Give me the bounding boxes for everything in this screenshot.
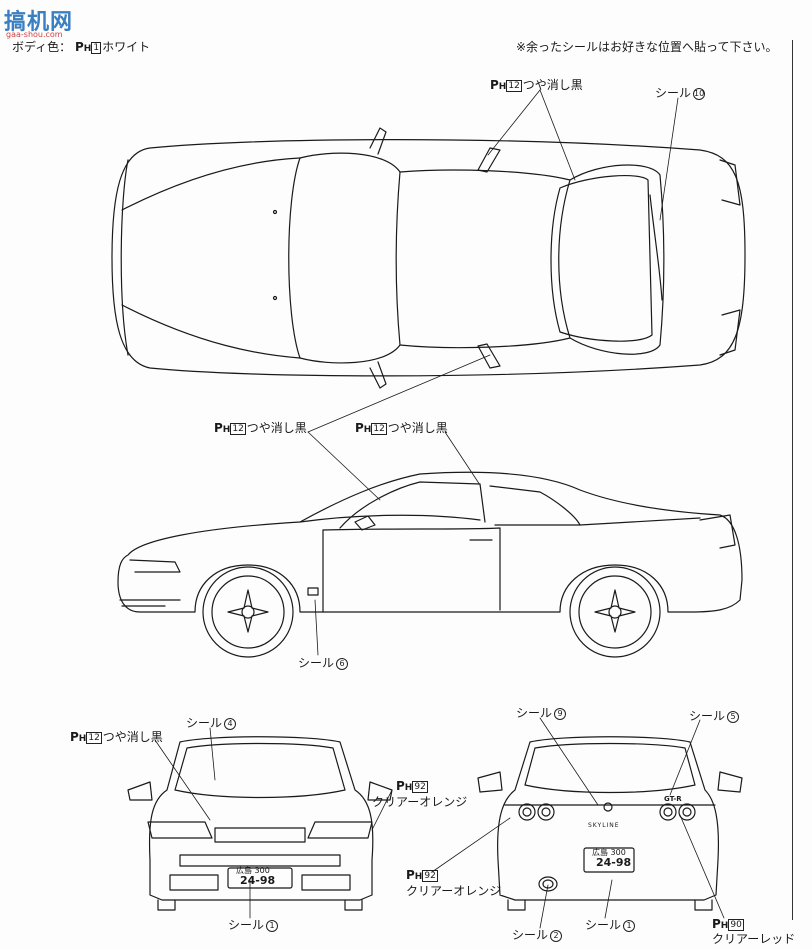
seal-number: 1 [623,920,636,932]
paint-number: 90 [728,919,744,931]
paint-code-mark: PH [396,779,413,793]
logo-text: 搞机网 [4,10,74,35]
seal-number: 9 [554,708,567,720]
rear-plate-line1: 広島 300 [592,848,626,857]
rear-gtr-badge: GT-R [664,795,682,803]
rear-plate-line2: 24-98 [596,856,632,869]
paint-code-mark: PH [355,421,372,435]
rear-skyline-script: SKYLINE [588,822,620,829]
seal-label: シール [228,918,265,932]
seal-number: 4 [224,718,237,730]
paint-code-mark: PH [70,730,87,744]
paint-number: 12 [86,732,102,744]
front-view-car [127,736,393,911]
callout-rear-red-label: クリアーレッド [712,932,796,946]
front-plate-line1: 広島 300 [236,866,270,875]
seal-label: シール [512,928,549,942]
body-color-prefix: ボディ色： [12,40,72,54]
paint-number: 92 [422,870,438,882]
seal-number: 6 [336,658,349,670]
paint-number: 12 [506,80,522,92]
front-plate-line2: 24-98 [240,874,276,887]
paint-number: 12 [371,423,387,435]
margin-rule [792,40,793,920]
paint-code-mark: PH [712,917,729,931]
top-view-car [111,127,746,389]
paint-code-mark: PH [214,421,231,435]
seal-label: シール [516,706,553,720]
seal-number: 10 [693,88,706,100]
paint-name: つや消し黒 [246,421,307,435]
paint-number: 12 [230,423,246,435]
seal-label: シール [655,86,692,100]
seal-label: シール [186,716,223,730]
rear-view-car [477,736,743,911]
leader-lines [154,89,725,929]
paint-code-mark: PH [75,40,92,54]
side-view-car [117,471,743,658]
seal-label: シール [298,656,335,670]
seal-number: 2 [550,930,563,942]
seal-number: 1 [266,920,279,932]
body-color-name: ホワイト [102,40,151,54]
logo-subtext: gaa-shou.com [6,30,63,39]
watermark-logo: 搞机网 gaa-shou.com [4,4,74,39]
paint-name: つや消し黒 [387,421,448,435]
paint-number: 92 [412,781,428,793]
seal-label: シール [585,918,622,932]
seal-note: ※余ったシールはお好きな位置へ貼って下さい。 [516,40,778,54]
paint-code-mark: PH [406,868,423,882]
paint-name: つや消し黒 [522,78,583,92]
paint-code-mark: PH [490,78,507,92]
body-color-code: 1 [91,42,102,54]
paint-name: つや消し黒 [102,730,163,744]
seal-label: シール [689,709,726,723]
seal-number: 5 [727,711,740,723]
callout-rear-orange-label: クリアーオレンジ [406,884,502,898]
callout-front-orange-label: クリアーオレンジ [372,795,468,809]
